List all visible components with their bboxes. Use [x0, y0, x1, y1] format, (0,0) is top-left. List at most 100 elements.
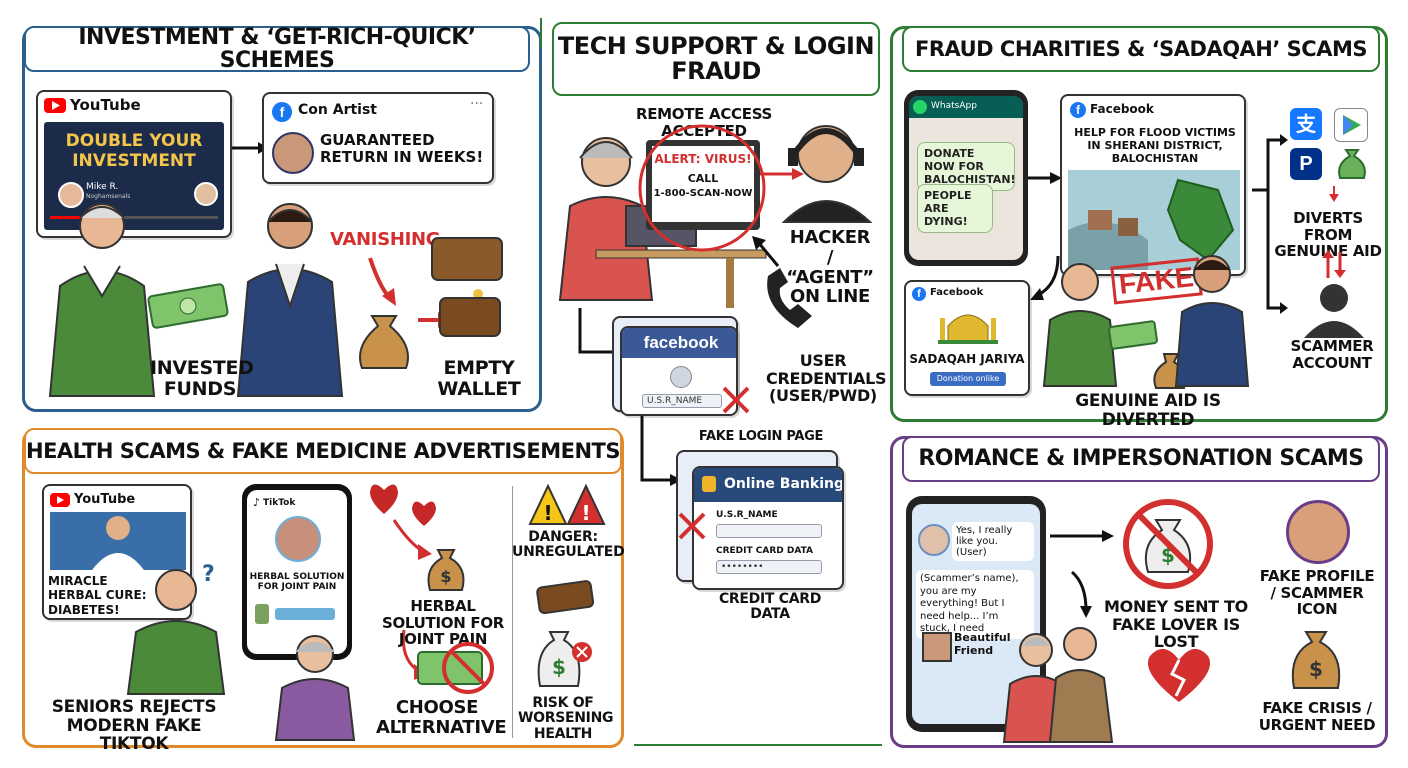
investment-title: INVESTMENT & ‘GET-RICH-QUICK’ SCHEMES — [24, 26, 530, 72]
flood-map-image — [1068, 170, 1240, 270]
youtube-play-icon — [44, 97, 66, 113]
tiktok-caption: HERBAL SOLUTION FOR JOINT PAIN — [249, 572, 345, 592]
bank-user-label: U.S.R_NAME — [716, 510, 778, 520]
tiktok-phone[interactable]: ♪ TikTok HERBAL SOLUTION FOR JOINT PAIN — [242, 484, 352, 660]
choose-alternative-label: CHOOSE ALTERNATIVE — [376, 697, 507, 738]
bank-user-field[interactable] — [716, 524, 822, 538]
wa-message-2: PEOPLE ARE DYING! — [917, 184, 993, 233]
herbal-solution-label: HERBAL SOLUTION FOR JOINT PAIN — [381, 597, 505, 648]
youtube-play-icon-2 — [50, 492, 70, 507]
hacker-label: HACKER / “AGENT” ON LINE — [786, 227, 874, 308]
fake-profile-label: FAKE PROFILE / SCAMMER ICON — [1259, 567, 1375, 618]
red-x-bank — [678, 512, 706, 540]
youtube-video-card[interactable]: YouTube DOUBLE YOUR INVESTMENT Mike R. N… — [36, 90, 232, 238]
fb-post-text: GUARANTEED RETURN IN WEEKS! — [320, 131, 484, 167]
no-money-icon: $ — [1123, 499, 1213, 589]
fb-fake-login-card[interactable]: facebook U.S.R_NAME — [620, 326, 738, 416]
charity-title: FRAUD CHARITIES & ‘SADAQAH’ SCAMS — [902, 26, 1380, 72]
arrow-to-sadaqah — [1030, 255, 1060, 300]
donation-button[interactable]: Donation onlike — [930, 372, 1006, 386]
friend-avatar — [922, 632, 952, 662]
fake-crisis-label: FAKE CRISIS / URGENT NEED — [1258, 699, 1376, 734]
alert-line2: CALL — [687, 172, 719, 185]
paypal-icon: P — [1290, 148, 1322, 180]
question-mark-icon: ? — [202, 562, 215, 587]
username-field[interactable]: U.S.R_NAME — [642, 394, 722, 408]
bank-title: Online Banking — [724, 476, 844, 492]
doctor-illustration — [92, 516, 144, 570]
credit-card-data-label: CREDIT CARD DATA — [718, 591, 822, 623]
con-artist-illustration — [236, 203, 344, 397]
bank-header: Online Banking — [694, 468, 844, 502]
presenter-name: Mike R. — [86, 182, 119, 192]
health-inner-divider — [512, 486, 513, 738]
tiktok-avatar — [275, 516, 321, 562]
romance-screen: Yes, I really like you. (User) (Scammer’… — [912, 504, 1040, 724]
user-credentials-label: USER CREDENTIALS (USER/PWD) — [766, 351, 887, 406]
fb-sadaqah-card[interactable]: f Facebook SADAQAH JARIYA Donation onlik… — [904, 280, 1030, 396]
svg-text:$: $ — [440, 567, 451, 586]
down-arrow-red — [1329, 186, 1339, 202]
fb-con-artist-card[interactable]: f Con Artist ··· GUARANTEED RETURN IN WE… — [262, 92, 494, 184]
broken-hearts-icon — [370, 484, 436, 526]
whatsapp-header: WhatsApp — [909, 96, 1023, 118]
seniors-rejects-label: SENIORS REJECTS MODERN FAKE TIKTOK — [51, 697, 217, 755]
romance-phone[interactable]: Yes, I really like you. (User) (Scammer’… — [906, 496, 1046, 732]
mosque-icon — [938, 314, 998, 344]
remote-access-label: REMOTE ACCESS ACCEPTED — [635, 105, 773, 140]
con-artist-avatar — [272, 132, 314, 174]
facebook-icon: f — [272, 102, 292, 122]
arrow-wa-to-fb — [1028, 172, 1062, 184]
svg-text:$: $ — [1309, 657, 1323, 681]
health-title: HEALTH SCAMS & FAKE MEDICINE ADVERTISEME… — [24, 428, 622, 474]
fb-flood-post: HELP FOR FLOOD VICTIMS IN SHERANI DISTRI… — [1074, 126, 1236, 166]
bank-lock-icon — [702, 476, 716, 492]
fb-brand: facebook — [622, 328, 736, 358]
arrow-to-payments — [1252, 134, 1288, 314]
fb-label: Facebook — [1090, 102, 1154, 116]
lock-icon — [670, 366, 692, 388]
whatsapp-phone[interactable]: WhatsApp DONATE NOW FOR BALOCHISTAN! PEO… — [904, 90, 1028, 266]
crisis-money-bag: $ — [1291, 631, 1341, 689]
elderly-couple — [1002, 627, 1114, 743]
video-progress-bar[interactable] — [50, 216, 218, 219]
tiktok-chat-bar[interactable] — [275, 608, 335, 620]
money-lost-label: MONEY SENT TO FAKE LOVER IS LOST — [1104, 597, 1248, 652]
fb-author: Con Artist — [298, 102, 377, 118]
charity-scammer — [1174, 255, 1250, 387]
online-banking-card[interactable]: Online Banking U.S.R_NAME CREDIT CARD DA… — [692, 466, 844, 590]
tiktok-logo: ♪ TikTok — [253, 496, 296, 509]
doctor-thumbnail[interactable] — [50, 512, 186, 570]
fb-flood-card[interactable]: f Facebook HELP FOR FLOOD VICTIMS IN SHE… — [1060, 94, 1246, 276]
broken-heart-icon — [1147, 648, 1211, 702]
video-thumbnail[interactable]: DOUBLE YOUR INVESTMENT Mike R. Noghamsen… — [44, 122, 224, 230]
svg-text:!: ! — [543, 501, 552, 525]
money-transfer-icon — [1338, 149, 1366, 179]
no-cash-icon — [417, 642, 494, 694]
fb-label-2: Facebook — [930, 287, 984, 298]
svg-text:$: $ — [552, 655, 566, 679]
red-x-credentials — [722, 386, 750, 414]
bottom-divider — [634, 744, 882, 746]
friend-label: Beautiful Friend — [954, 631, 1011, 657]
whatsapp-label: WhatsApp — [931, 101, 977, 111]
tiktok-icon: ♪ — [253, 496, 261, 509]
more-icon[interactable]: ··· — [470, 96, 484, 112]
scammer-account-icon — [1304, 284, 1364, 338]
up-down-arrows — [1322, 250, 1346, 278]
alert-screen[interactable]: ALERT: VIRUS! CALL 1-800-SCAN-NOW — [652, 146, 754, 222]
romance-arrows — [1050, 530, 1114, 618]
empty-wallet-label: EMPTY WALLET — [437, 357, 521, 400]
fake-login-label: FAKE LOGIN PAGE — [698, 429, 824, 444]
empty-wallet-icon-2 — [536, 580, 595, 615]
miracle-label: MIRACLE HERBAL CURE: DIABETES! — [48, 574, 147, 617]
risk-label: RISK OF WORSENING HEALTH — [518, 695, 614, 742]
wa-message-1: DONATE NOW FOR BALOCHISTAN! — [917, 142, 1016, 191]
alert-line3: 1-800-SCAN-NOW — [653, 188, 753, 199]
money-bag-icon — [359, 315, 409, 369]
bank-card-field[interactable]: •••••••• — [716, 560, 822, 574]
wallet-icon — [431, 237, 503, 337]
scammer-account-label: SCAMMER ACCOUNT — [1290, 337, 1374, 372]
chat-msg-2: (Scammer’s name), you are my everything!… — [916, 570, 1034, 639]
alipay-icon: 支 — [1290, 108, 1322, 140]
